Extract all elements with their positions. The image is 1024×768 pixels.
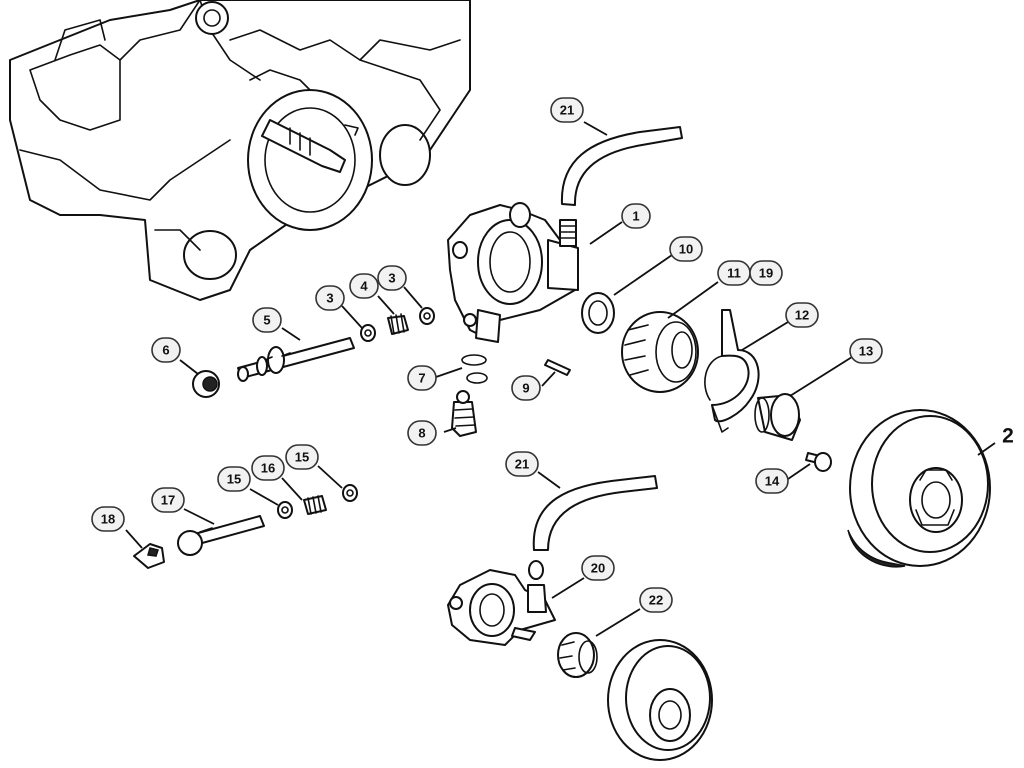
adjust-shaft	[177, 515, 265, 556]
spring-4	[387, 313, 409, 335]
crankcase-housing	[9, 0, 471, 301]
callout-14: 14	[755, 468, 789, 494]
oil-pump-lower	[447, 560, 556, 646]
svg-text:4: 4	[360, 279, 368, 294]
svg-text:15: 15	[295, 450, 309, 465]
clutch-drum-small	[607, 639, 713, 761]
callout-12: 12	[785, 302, 819, 328]
svg-text:13: 13	[859, 344, 873, 359]
callout-20: 20	[581, 555, 615, 581]
cap-nut	[192, 370, 220, 398]
washer-10	[581, 292, 615, 334]
oil-hose-lower	[532, 475, 658, 551]
callout-7: 7	[407, 365, 437, 391]
svg-text:22: 22	[649, 593, 663, 608]
callout-1: 1	[621, 203, 651, 229]
svg-text:10: 10	[679, 242, 693, 257]
callout-3b: 3	[377, 265, 407, 291]
svg-text:20: 20	[591, 561, 605, 576]
svg-text:17: 17	[161, 493, 175, 508]
callout-10: 10	[669, 236, 703, 262]
callout-21b: 21	[505, 451, 539, 477]
svg-text:21: 21	[560, 103, 574, 118]
callout-15a: 15	[217, 466, 251, 492]
svg-text:1: 1	[632, 209, 639, 224]
svg-text:16: 16	[261, 461, 275, 476]
callout-15b: 15	[285, 444, 319, 470]
pin-9	[544, 359, 571, 376]
svg-text:3: 3	[388, 271, 395, 286]
svg-text:11: 11	[727, 266, 741, 281]
svg-text:18: 18	[101, 512, 115, 527]
washer-15a	[277, 501, 293, 519]
svg-text:19: 19	[759, 266, 773, 281]
cap-18	[133, 543, 165, 569]
callout-22: 22	[639, 587, 673, 613]
callout-11: 11	[717, 260, 751, 286]
callout-5: 5	[252, 307, 282, 333]
worm-gear	[621, 311, 699, 393]
svg-text:15: 15	[227, 472, 241, 487]
callout-17: 17	[151, 487, 185, 513]
svg-text:8: 8	[418, 426, 425, 441]
callout-16: 16	[251, 455, 285, 481]
washer-15b	[342, 484, 358, 502]
svg-text:6: 6	[162, 343, 169, 358]
leader-lines	[125, 121, 996, 637]
callout-19: 19	[749, 260, 783, 286]
callout-8: 8	[407, 420, 437, 446]
svg-text:12: 12	[795, 308, 809, 323]
callout-9: 9	[511, 375, 541, 401]
o-rings	[461, 354, 488, 384]
oil-pump-body	[447, 202, 579, 343]
washer-3a	[360, 324, 376, 342]
callout-18: 18	[91, 506, 125, 532]
washer-3b	[419, 307, 435, 325]
spring-16	[303, 495, 327, 515]
callout-13: 13	[849, 338, 883, 364]
screw-14	[805, 452, 832, 472]
svg-text:14: 14	[765, 474, 780, 489]
valve-8	[451, 390, 477, 437]
spring-clip	[704, 309, 760, 433]
worm-gear-22	[557, 632, 598, 678]
svg-text:3: 3	[326, 291, 333, 306]
svg-text:5: 5	[263, 313, 270, 328]
sleeve-bearing	[754, 393, 801, 441]
callout-4: 4	[349, 273, 379, 299]
svg-text:21: 21	[515, 457, 529, 472]
callout-3a: 3	[315, 285, 345, 311]
pump-shaft	[237, 337, 355, 382]
callout-21a: 21	[550, 97, 584, 123]
callout-2: 2	[1002, 425, 1014, 448]
oil-hose-upper	[560, 126, 683, 206]
svg-text:2: 2	[1002, 425, 1014, 448]
callout-6: 6	[151, 337, 181, 363]
svg-text:9: 9	[522, 381, 529, 396]
svg-text:7: 7	[418, 371, 425, 386]
clutch-drum-large	[847, 409, 991, 568]
